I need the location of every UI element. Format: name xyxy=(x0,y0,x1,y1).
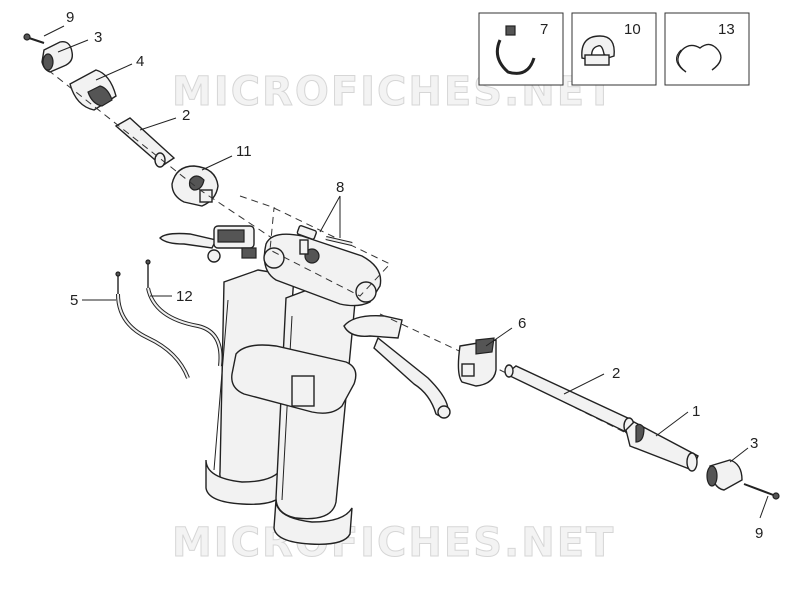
callout-11: 11 xyxy=(236,143,252,160)
front-fork xyxy=(205,233,382,545)
cable-5 xyxy=(115,271,190,379)
callout-3-left: 3 xyxy=(94,29,102,46)
left-grip xyxy=(69,69,117,111)
left-bar-end-screw xyxy=(23,33,45,44)
callout-10: 10 xyxy=(624,21,641,38)
right-grip xyxy=(625,421,699,472)
callout-3-right: 3 xyxy=(750,435,758,452)
callout-2-left: 2 xyxy=(182,107,190,124)
left-switch-housing xyxy=(171,165,219,207)
callout-8: 8 xyxy=(336,179,344,196)
callout-9-right: 9 xyxy=(755,525,763,542)
left-handlebar-tube xyxy=(114,117,176,168)
callout-4: 4 xyxy=(136,53,144,70)
inset-box-13 xyxy=(664,12,750,86)
right-bar-end-screw xyxy=(743,483,780,500)
watermark-bottom: MICROFICHES.NET xyxy=(172,520,615,566)
callout-2-right: 2 xyxy=(612,365,620,382)
left-bar-end-weight xyxy=(41,41,74,73)
inset-box-7 xyxy=(478,12,564,86)
cable-12 xyxy=(145,259,223,367)
callout-12: 12 xyxy=(176,288,193,305)
brake-lever-assembly xyxy=(343,315,451,419)
callout-1: 1 xyxy=(692,403,700,420)
callout-9-left: 9 xyxy=(66,9,74,26)
leader-lines xyxy=(43,25,769,519)
callout-5: 5 xyxy=(70,292,78,309)
bolt-8 xyxy=(296,225,353,246)
callout-6: 6 xyxy=(518,315,526,332)
callout-7: 7 xyxy=(540,21,548,38)
clutch-lever-assembly xyxy=(159,225,257,263)
right-bar-end-weight xyxy=(706,459,743,491)
callout-13: 13 xyxy=(718,21,735,38)
right-switch-housing xyxy=(457,337,497,387)
inset-box-10 xyxy=(571,12,657,86)
